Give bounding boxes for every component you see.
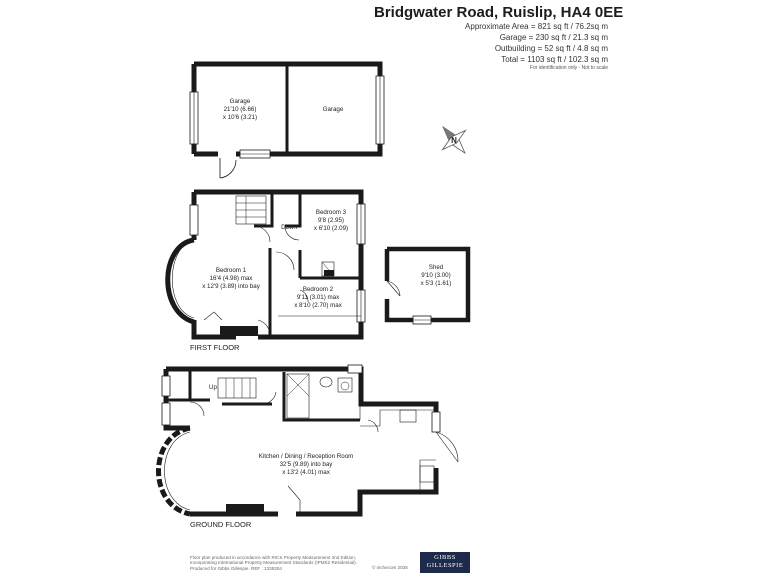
shed-dim2: x 5'3 (1.61) [421, 280, 452, 287]
compass-letter: N [451, 136, 457, 145]
bedroom2-dim1: 9'11 (3.01) max [297, 294, 340, 301]
identification-note: For identification only - Not to scale [529, 65, 608, 71]
footer-line-1: Floor plan produced in accordance with R… [190, 555, 356, 560]
garage-area: Garage = 230 sq ft / 21.3 sq m [499, 33, 608, 42]
page-title: Bridgwater Road, Ruislip, HA4 0EE [374, 4, 624, 21]
bedroom1-label: Bedroom 1 [216, 267, 247, 274]
approximate-area: Approximate Area = 821 sq ft / 76.2sq m [465, 22, 608, 31]
logo-line-2: GILLESPIE [426, 562, 464, 569]
shed-dim1: 9'10 (3.00) [421, 272, 450, 279]
stairs-down-label: Down [281, 224, 297, 231]
copyright: © nichecom 2025 [372, 565, 408, 570]
logo-line-1: GIBBS [434, 554, 456, 561]
ground-floor-plan [156, 364, 459, 517]
garage-right-label: Garage [323, 106, 344, 113]
footer-line-2: Incorporating International Property Mea… [190, 560, 357, 566]
agent-logo: GIBBS GILLESPIE [420, 552, 470, 573]
bedroom2-label: Bedroom 2 [303, 286, 334, 293]
garage-dim1: 21'10 (6.66) [224, 106, 257, 113]
garage-label: Garage [230, 98, 251, 105]
shed-block [384, 246, 471, 325]
stairs-up-label: Up [209, 384, 217, 391]
kitchen-dim2: x 13'2 (4.01) max [282, 469, 331, 476]
bedroom3-dim1: 9'8 (2.95) [318, 217, 344, 224]
total-area: Total = 1103 sq ft / 102.3 sq m [501, 55, 608, 64]
ground-floor-label: GROUND FLOOR [190, 520, 252, 529]
bedroom2-dim2: x 8'10 (2.70) max [294, 302, 343, 309]
footer-note: Floor plan produced in accordance with R… [190, 555, 357, 571]
kitchen-label: Kitchen / Dining / Reception Room [259, 453, 354, 460]
bedroom1-dim2: x 12'9 (3.89) into bay [202, 283, 260, 290]
footer-line-3: Produced for Gibbs Gillespie. REF : 1335… [190, 565, 282, 571]
shed-label: Shed [429, 264, 444, 271]
garage-block [189, 61, 385, 179]
bedroom3-label: Bedroom 3 [316, 209, 347, 216]
garage-dim2: x 10'6 (3.21) [223, 114, 257, 121]
bedroom3-dim2: x 6'10 (2.09) [314, 225, 348, 232]
kitchen-dim1: 32'5 (9.89) into bay [280, 461, 334, 468]
first-floor-plan [165, 189, 366, 340]
bedroom1-dim1: 16'4 (4.98) max [210, 275, 254, 282]
north-arrow-icon [441, 125, 467, 155]
first-floor-label: FIRST FLOOR [190, 343, 240, 352]
outbuilding-area: Outbuilding = 52 sq ft / 4.8 sq m [494, 44, 608, 53]
